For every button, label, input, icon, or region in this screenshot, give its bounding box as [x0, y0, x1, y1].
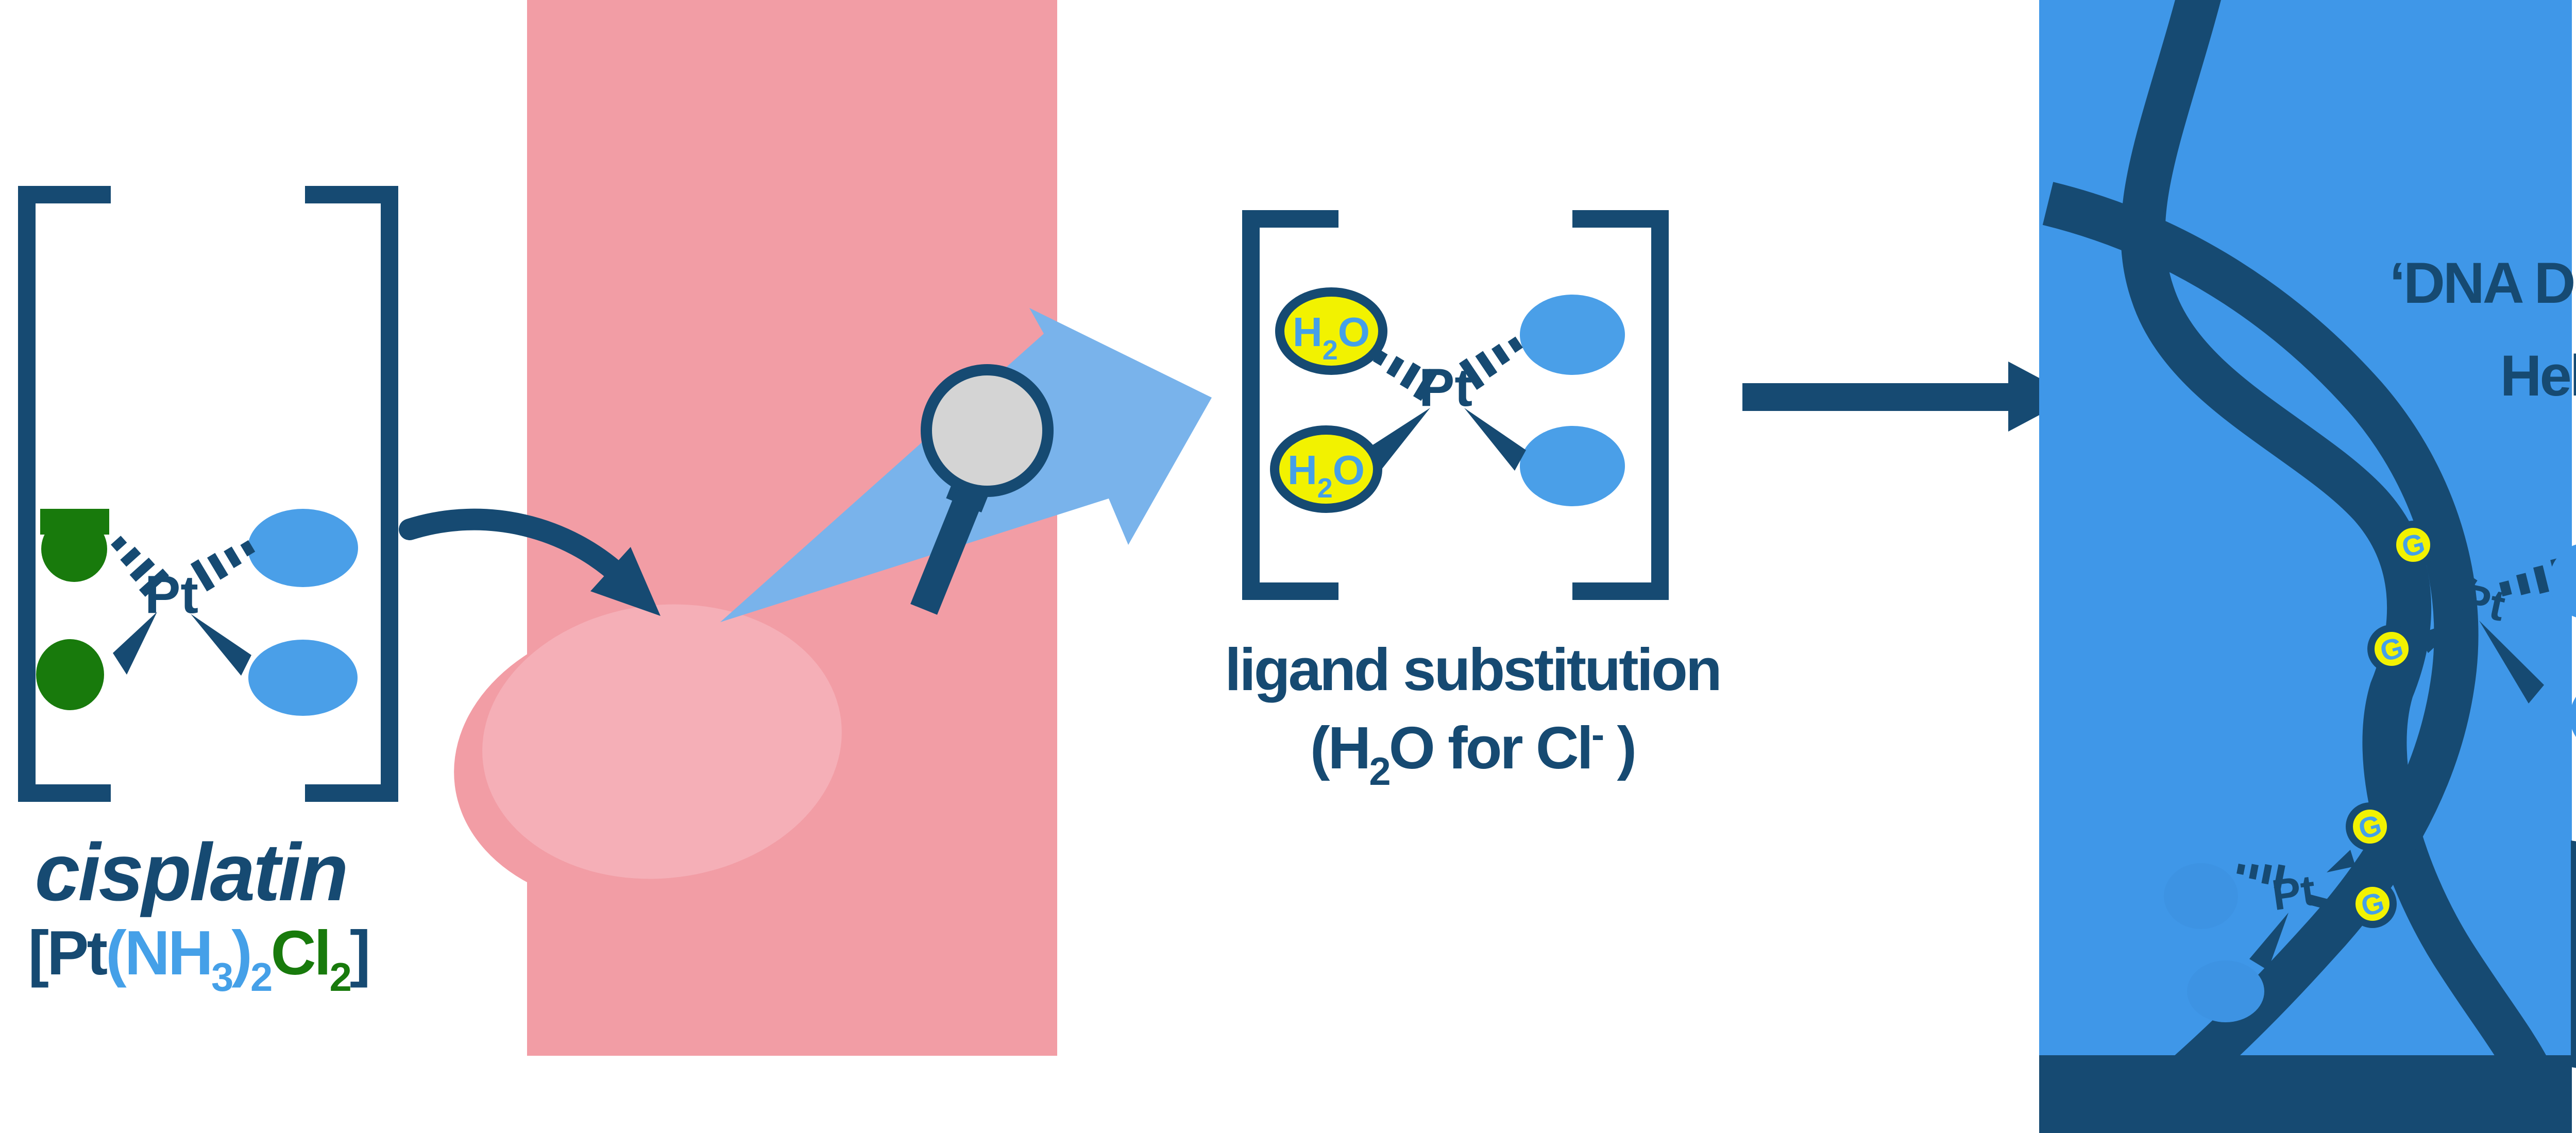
guanine-site — [2346, 802, 2394, 851]
ammine-blob — [2570, 696, 2576, 737]
wedge-bond-icon — [113, 612, 157, 675]
ammine-blob — [2549, 544, 2576, 617]
magnifier-handle — [910, 489, 984, 615]
pt-adduct-label: Pt — [2457, 574, 2510, 630]
wedge-bond-icon — [191, 614, 251, 676]
pt-label: Pt — [145, 565, 198, 625]
entry-arrow-shaft — [399, 508, 633, 589]
magnifying-glass-icon — [910, 364, 1054, 615]
water-top-ligand — [1275, 287, 1387, 375]
ammine-bottom-ligand — [1520, 426, 1625, 506]
wedge-bond-icon — [1464, 408, 1526, 471]
entry-arrow-head — [590, 547, 660, 616]
binding-arrow-icon — [1742, 362, 2074, 432]
pt-adduct-label: Pt — [2269, 866, 2318, 920]
ghost-ammine-ligand — [2187, 960, 2264, 1022]
bracket-left-icon — [1242, 210, 1338, 600]
cisplatin-molecule: Pt cisplatin [Pt(NH3)2Cl2] — [18, 186, 398, 1000]
bracket-right-icon — [305, 186, 398, 802]
cisplatin-name-label: cisplatin — [35, 827, 347, 918]
chloride-top-ligand — [41, 516, 107, 582]
helix-strand-b — [2042, 182, 2479, 1093]
dna-bottom-band — [2039, 1055, 2572, 1133]
ligand-substitution-detail: (H2O for Cl- ) — [1310, 713, 1635, 794]
binding-arrow-shaft — [1742, 383, 2010, 411]
water-bottom-label: H2O — [1287, 447, 1365, 504]
pt-label: Pt — [1419, 358, 1472, 418]
ghost-ammine-ligand — [2164, 863, 2238, 929]
wedge-bond-icon — [2327, 850, 2355, 872]
dna-title-line2: Helix’ — [2500, 344, 2576, 408]
wedge-bond-icon — [1366, 408, 1430, 472]
bond-line — [2307, 894, 2349, 915]
ammine-top-ligand — [248, 509, 358, 587]
ammine-bottom-ligand — [248, 640, 358, 716]
water-top-label: H2O — [1293, 309, 1370, 366]
dna-panel: G G G G Pt Pt ‘DNA Double Helix’ — [2039, 0, 2576, 1133]
aquated-complex: H2O H2O Pt ligand substitution (H2O for … — [1225, 210, 1722, 794]
wedge-bond-icon — [2417, 617, 2467, 653]
bracket-right-icon — [1572, 210, 1669, 600]
guanine-site — [2389, 521, 2437, 569]
ligand-substitution-caption: ligand substitution — [1225, 636, 1720, 703]
bracket-left-icon — [18, 186, 111, 802]
ammine-top-ligand — [1520, 295, 1625, 375]
wedge-bond-icon — [2479, 621, 2544, 703]
dna-side-tab — [2571, 840, 2576, 1068]
water-bottom-ligand — [1270, 425, 1382, 513]
membrane-entry-arrow-icon — [399, 508, 660, 616]
membrane-pore-ellipse — [482, 604, 842, 879]
dna-title-line1: ‘DNA Double — [2389, 251, 2576, 315]
guanine-site — [2367, 625, 2416, 673]
cisplatin-formula-label: [Pt(NH3)2Cl2] — [28, 918, 369, 1000]
chloride-bottom-ligand — [36, 639, 104, 710]
magnifier-lens — [921, 364, 1054, 497]
guanine-site — [2348, 880, 2397, 928]
wedge-bond-icon — [2249, 913, 2289, 970]
